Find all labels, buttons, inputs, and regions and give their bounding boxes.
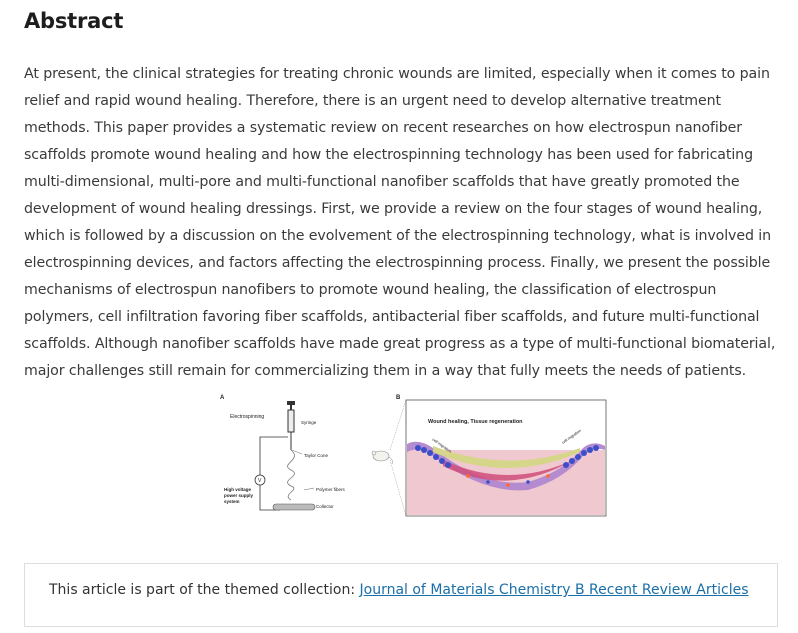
- power-supply-label-1: High voltage: [224, 487, 251, 492]
- wound-bed: [443, 460, 573, 481]
- abstract-heading: Abstract: [24, 9, 124, 33]
- polymer-fiber-spiral: [287, 449, 295, 501]
- fiber-scaffold: [433, 446, 580, 468]
- zoom-line-top: [389, 399, 407, 451]
- graphical-abstract-figure[interactable]: A Electrospinning Syringe Taylor Cone V …: [218, 390, 610, 518]
- panel-b-letter: B: [396, 395, 401, 401]
- syringe-icon: [287, 401, 295, 450]
- voltmeter-icon: [254, 474, 266, 486]
- themed-collection-text: This article is part of the themed colle…: [49, 582, 749, 598]
- cell-chain-right: [563, 445, 599, 468]
- zoom-line-bottom: [389, 459, 407, 517]
- wound-healing-title: Wound healing, Tissue regeneration: [428, 419, 523, 425]
- electrospinning-label: Electrospinning: [230, 414, 264, 420]
- polymer-fibers-label: Polymer fibers: [316, 487, 346, 492]
- power-supply-label-3: system: [224, 499, 240, 504]
- circuit-wire: [259, 436, 288, 511]
- epidermis-layer: [407, 441, 605, 491]
- taylor-cone-pointer: [291, 449, 303, 455]
- syringe-label: Syringe: [301, 420, 317, 425]
- abstract-text: At present, the clinical strategies for …: [24, 66, 776, 379]
- themed-collection-link[interactable]: Journal of Materials Chemistry B Recent …: [359, 582, 749, 598]
- themed-collection-box: This article is part of the themed colle…: [24, 563, 778, 627]
- collector-icon: [272, 503, 316, 511]
- graphical-abstract-svg: A Electrospinning Syringe Taylor Cone V …: [220, 395, 607, 517]
- voltmeter-label: V: [258, 478, 262, 484]
- power-supply-label-2: power supply: [224, 493, 254, 498]
- taylor-cone-label: Taylor Cone: [304, 453, 329, 458]
- wound-dots: [466, 474, 550, 487]
- polymer-fibers-pointer: [303, 487, 315, 491]
- mouse-icon: [371, 450, 393, 465]
- cell-chain-left: [415, 445, 451, 468]
- panel-a-letter: A: [220, 395, 225, 401]
- collector-label: Collector: [316, 504, 334, 509]
- themed-collection-prefix: This article is part of the themed colle…: [49, 582, 360, 598]
